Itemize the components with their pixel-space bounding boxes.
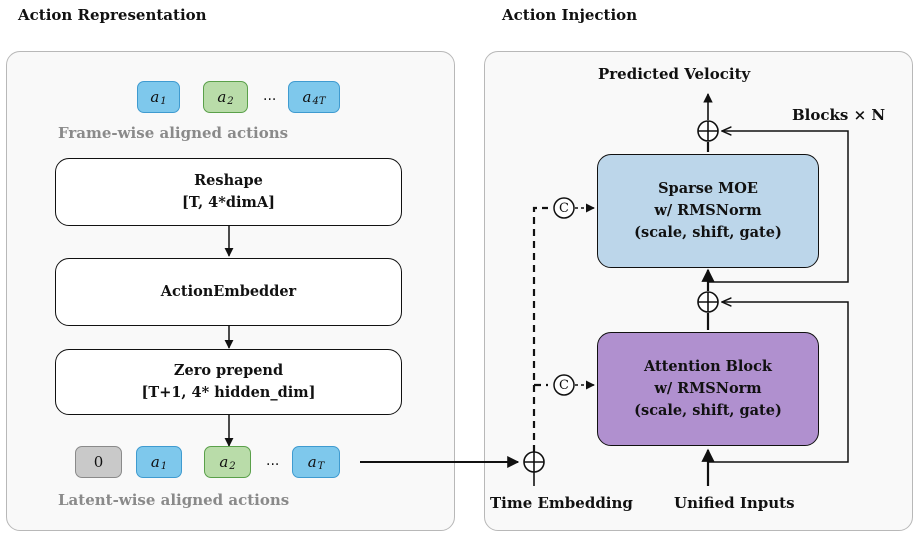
action-embedder-box: ActionEmbedder bbox=[55, 258, 402, 326]
unified-inputs-label: Unified Inputs bbox=[674, 494, 795, 512]
blocks-times-n-label: Blocks × N bbox=[792, 106, 886, 124]
concat-symbol-top: C bbox=[559, 200, 569, 216]
ellipsis-bottom: ... bbox=[266, 453, 280, 469]
residual-skip-moe bbox=[708, 131, 849, 283]
latent-wise-caption: Latent-wise aligned actions bbox=[58, 491, 290, 509]
attention-block-box: Attention Block w/ RMSNorm (scale, shift… bbox=[597, 332, 819, 446]
chip-zero: 0 bbox=[75, 446, 122, 478]
sparse-moe-box: Sparse MOE w/ RMSNorm (scale, shift, gat… bbox=[597, 154, 819, 268]
concat-symbol-bottom: C bbox=[559, 377, 569, 393]
concat-node-top bbox=[553, 197, 575, 219]
time-embedding-label: Time Embedding bbox=[490, 494, 633, 512]
reshape-box: Reshape [T, 4*dimA] bbox=[55, 158, 402, 226]
residual-skip-attention bbox=[708, 302, 849, 463]
predicted-velocity-label: Predicted Velocity bbox=[598, 65, 751, 83]
frame-wise-caption: Frame-wise aligned actions bbox=[58, 124, 289, 142]
concat-node-bottom bbox=[553, 374, 575, 396]
ellipsis-top: ... bbox=[263, 88, 277, 104]
left-section-title: Action Representation bbox=[18, 6, 207, 24]
right-section-title: Action Injection bbox=[502, 6, 638, 24]
dashed-conditioning-path bbox=[532, 206, 548, 452]
zero-prepend-box: Zero prepend [T+1, 4* hidden_dim] bbox=[55, 349, 402, 415]
